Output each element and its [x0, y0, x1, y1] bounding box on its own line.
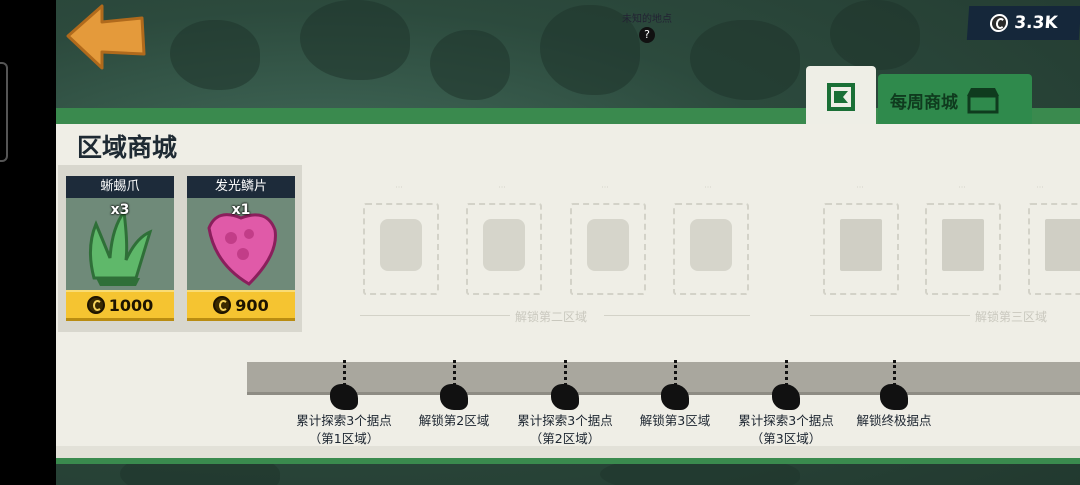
item-quantity: x1 [231, 202, 251, 218]
shop-item[interactable]: 蜥蜴爪 x3 1000 [66, 176, 174, 321]
item-art: x1 [187, 198, 295, 290]
locked-item-slot [925, 203, 1001, 295]
locked-item-label: ··· [395, 183, 403, 192]
item-name: 蜥蜴爪 [66, 176, 174, 198]
locked-item-label: ··· [704, 183, 712, 192]
locked-reward-icon[interactable] [661, 384, 689, 410]
unlock-zone2-label: 解锁第二区域 [515, 310, 588, 324]
divider-line [810, 315, 970, 316]
locked-reward-icon[interactable] [330, 384, 358, 410]
item-art: x3 [66, 198, 174, 290]
chain [785, 360, 792, 386]
item-price-button[interactable]: 1000 [66, 290, 174, 321]
panel-bottom-border [56, 458, 1080, 464]
lizard-claw-icon [89, 208, 153, 286]
milestone-label: 累计探索3个据点（第1区域） [296, 413, 392, 446]
locked-item-slot [823, 203, 899, 295]
screen-bezel [0, 0, 56, 485]
milestone-label: 累计探索3个据点（第3区域） [738, 413, 834, 446]
shop-stall-icon [967, 88, 999, 114]
chain [343, 360, 350, 386]
item-name: 发光鳞片 [187, 176, 295, 198]
chain [564, 360, 571, 386]
location-hint-text: 未知的地点 [622, 14, 672, 25]
locked-item-label: ··· [1036, 183, 1044, 192]
locked-item-label: ··· [856, 183, 864, 192]
locked-item-slot [363, 203, 439, 295]
item-price: 900 [235, 295, 269, 315]
locked-item-slot [1028, 203, 1080, 295]
glowing-scale-icon [207, 213, 277, 286]
locked-item-label: ··· [498, 183, 506, 192]
locked-item-label: ··· [958, 183, 966, 192]
locked-item-label: ··· [601, 183, 609, 192]
milestone-label: 解锁第3区域 [639, 413, 711, 428]
tab-regional-shop[interactable] [806, 66, 876, 128]
divider-line [604, 315, 750, 316]
locked-reward-icon[interactable] [772, 384, 800, 410]
locked-item-slot [570, 203, 646, 295]
chain [453, 360, 460, 386]
coin-icon [213, 296, 232, 314]
tab-weekly-shop[interactable]: 每周商城 [878, 74, 1032, 126]
location-hint[interactable]: 未知的地点 ? [612, 10, 682, 43]
item-price: 1000 [108, 295, 154, 315]
chain [893, 360, 900, 386]
item-price-button[interactable]: 900 [187, 290, 295, 321]
back-button[interactable] [64, 2, 150, 72]
shop-flag-icon [827, 83, 855, 111]
coin-icon [86, 296, 105, 314]
shop-item[interactable]: 发光鳞片 x1 900 [187, 176, 295, 321]
divider-line [360, 315, 510, 316]
currency-display: 3.3K [966, 6, 1080, 40]
locked-item-slot [466, 203, 542, 295]
back-arrow-icon [66, 4, 146, 70]
locked-reward-icon[interactable] [880, 384, 908, 410]
coin-icon [989, 14, 1009, 32]
milestone-label: 解锁终极据点 [856, 413, 932, 428]
milestone-label: 解锁第2区域 [418, 413, 490, 428]
item-quantity: x3 [110, 202, 130, 218]
page-title: 区域商城 [77, 133, 178, 162]
locked-reward-icon[interactable] [551, 384, 579, 410]
unlock-zone3-label: 解锁第三区域 [975, 310, 1048, 324]
question-mark-icon: ? [639, 27, 655, 43]
locked-reward-icon[interactable] [440, 384, 468, 410]
currency-amount: 3.3K [1013, 13, 1059, 33]
milestone-label: 累计探索3个据点（第2区域） [517, 413, 613, 446]
locked-item-slot [673, 203, 749, 295]
chain [674, 360, 681, 386]
tab-weekly-label: 每周商城 [890, 92, 958, 113]
